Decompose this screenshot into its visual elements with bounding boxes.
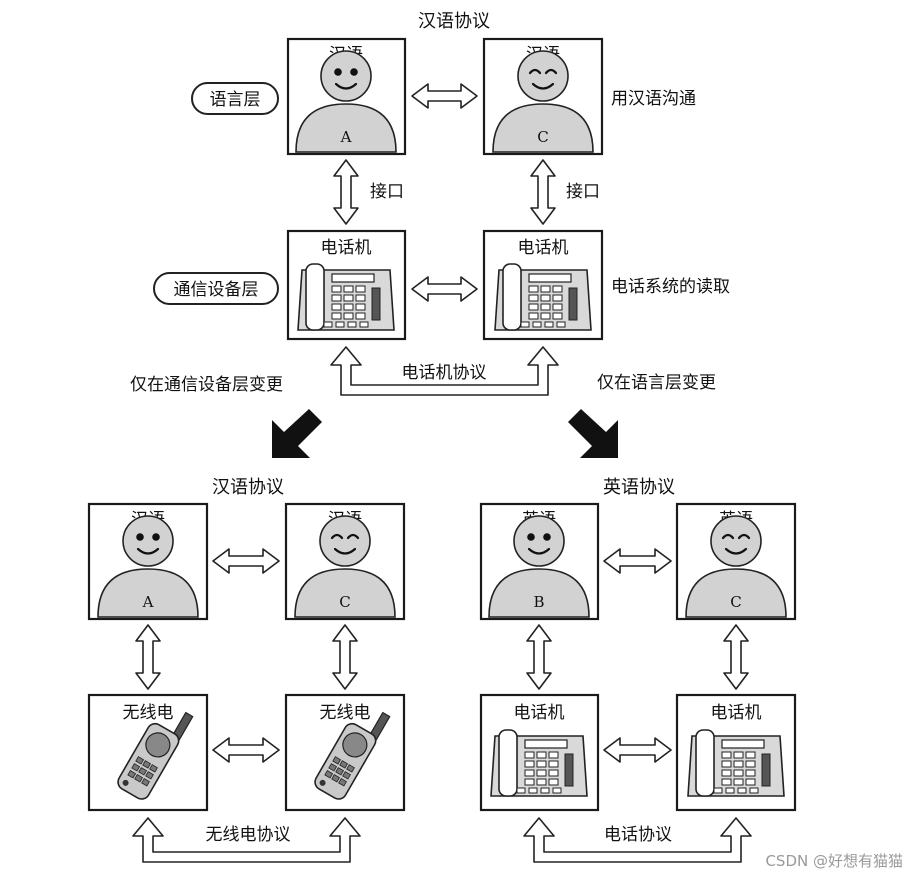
top-box-phone-right: 电话机 xyxy=(482,229,604,341)
vertical-double-arrow-icon xyxy=(526,624,552,690)
device-layer-label: 通信设备层 xyxy=(174,280,259,300)
bl-box-a-person: A xyxy=(142,593,154,611)
double-arrow-icon xyxy=(411,276,478,302)
top-box-person-a: 汉语 A xyxy=(286,37,407,156)
double-arrow-icon xyxy=(603,737,672,763)
interface-arrow-left-icon xyxy=(333,159,359,225)
top-box-person-c: 汉语 C xyxy=(482,37,604,156)
bl-box-c-person: C xyxy=(339,593,350,611)
arrow-down-right-icon xyxy=(568,409,618,458)
radio-protocol-label: 无线电协议 xyxy=(206,825,291,845)
br-box-c-person: C xyxy=(730,593,741,611)
watermark: CSDN @好想有猫猫 xyxy=(765,852,903,870)
double-arrow-icon xyxy=(212,737,280,763)
top-protocol-label: 汉语协议 xyxy=(418,11,490,32)
bottom-right-box-person-b: 英语 B xyxy=(479,502,600,621)
phone-protocol-arrow-icon xyxy=(330,346,559,396)
change-language-only-label: 仅在语言层变更 xyxy=(597,373,716,393)
phone-protocol-label: 电话机协议 xyxy=(402,363,487,383)
double-arrow-icon xyxy=(212,548,280,574)
note-language: 用汉语沟通 xyxy=(611,89,696,109)
arrow-down-left-icon xyxy=(272,409,322,458)
bottom-right-box-phone-left: 电话机 xyxy=(479,693,600,812)
telephone-icon xyxy=(297,263,395,331)
top-box-c-person: C xyxy=(537,128,548,146)
interface-left-label: 接口 xyxy=(370,182,404,202)
note-device: 电话系统的读取 xyxy=(611,277,730,297)
telephone-icon xyxy=(494,263,592,331)
bl-radio-right-title: 无线电 xyxy=(320,703,371,723)
telephone-icon xyxy=(490,729,588,797)
vertical-double-arrow-icon xyxy=(332,624,358,690)
telephone-icon xyxy=(687,729,785,797)
top-phone-left-title: 电话机 xyxy=(321,238,372,258)
double-arrow-icon xyxy=(411,83,478,109)
top-box-a-person: A xyxy=(340,128,352,146)
phone-protocol-bottom-label: 电话协议 xyxy=(604,825,672,845)
language-layer-label: 语言层 xyxy=(210,90,261,110)
bottom-left-box-person-a: 汉语 A xyxy=(87,502,209,621)
vertical-double-arrow-icon xyxy=(135,624,161,690)
bottom-right-box-phone-right: 电话机 xyxy=(675,693,797,812)
top-box-phone-left: 电话机 xyxy=(286,229,407,341)
bottom-left-box-person-c: 汉语 C xyxy=(284,502,406,621)
br-phone-left-title: 电话机 xyxy=(514,703,565,723)
bottom-left-box-radio-left: 无线电 xyxy=(87,693,209,812)
change-device-only-label: 仅在通信设备层变更 xyxy=(130,375,283,395)
vertical-double-arrow-icon xyxy=(723,624,749,690)
bottom-right-protocol-label: 英语协议 xyxy=(603,477,675,498)
top-phone-right-title: 电话机 xyxy=(518,238,569,258)
bottom-right-box-person-c: 英语 C xyxy=(675,502,797,621)
language-layer-badge xyxy=(191,82,279,115)
radio-protocol-arrow-icon xyxy=(132,817,361,863)
interface-arrow-right-icon xyxy=(530,159,556,225)
interface-right-label: 接口 xyxy=(566,182,600,202)
device-layer-badge xyxy=(153,272,279,305)
bottom-left-protocol-label: 汉语协议 xyxy=(212,477,284,498)
double-arrow-icon xyxy=(603,548,672,574)
br-box-b-person: B xyxy=(533,593,544,611)
br-phone-right-title: 电话机 xyxy=(711,703,762,723)
bottom-left-box-radio-right: 无线电 xyxy=(284,693,406,812)
phone-protocol-arrow-icon xyxy=(523,817,752,863)
bl-radio-left-title: 无线电 xyxy=(123,703,174,723)
